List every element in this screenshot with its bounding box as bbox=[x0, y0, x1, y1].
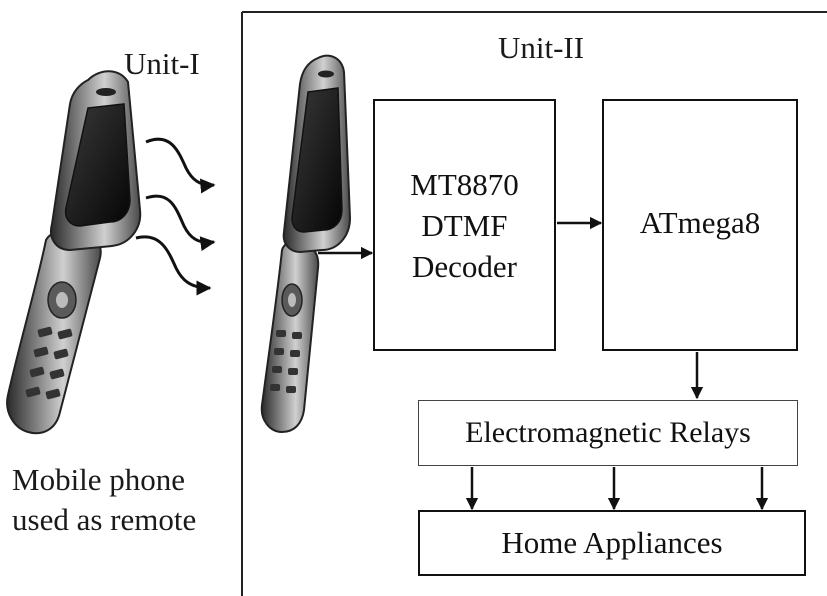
wavy-arrow-icon bbox=[135, 235, 212, 296]
flow-arrows bbox=[318, 216, 769, 511]
unit-ii-enclosure bbox=[241, 11, 827, 596]
wavy-arrow-icon bbox=[145, 137, 216, 194]
caption-line-2: used as remote bbox=[12, 502, 197, 537]
decoder-line-2: DTMF bbox=[421, 207, 508, 243]
decoder-line-3: Decoder bbox=[412, 248, 517, 284]
remote-phone-icon bbox=[6, 70, 142, 435]
caption-line-1: Mobile phone bbox=[12, 462, 186, 497]
relays-block: Electromagnetic Relays bbox=[418, 400, 798, 466]
relays-label: Electromagnetic Relays bbox=[465, 416, 751, 449]
unit-ii-label: Unit-II bbox=[498, 30, 585, 65]
home-appliances-block: Home Appliances bbox=[418, 510, 806, 576]
unit-i-label: Unit-I bbox=[124, 46, 200, 81]
decoder-line-1: MT8870 bbox=[410, 166, 519, 202]
home-appliances-label: Home Appliances bbox=[501, 525, 723, 560]
receiver-phone-icon bbox=[260, 54, 352, 434]
dtmf-decoder-block: MT8870 DTMF Decoder bbox=[373, 99, 556, 351]
signal-wave-arrows bbox=[135, 137, 216, 296]
wavy-arrow-icon bbox=[145, 194, 216, 252]
atmega8-block: ATmega8 bbox=[602, 99, 798, 351]
atmega8-label: ATmega8 bbox=[639, 205, 761, 240]
phone-caption: Mobile phone used as remote bbox=[12, 460, 196, 540]
